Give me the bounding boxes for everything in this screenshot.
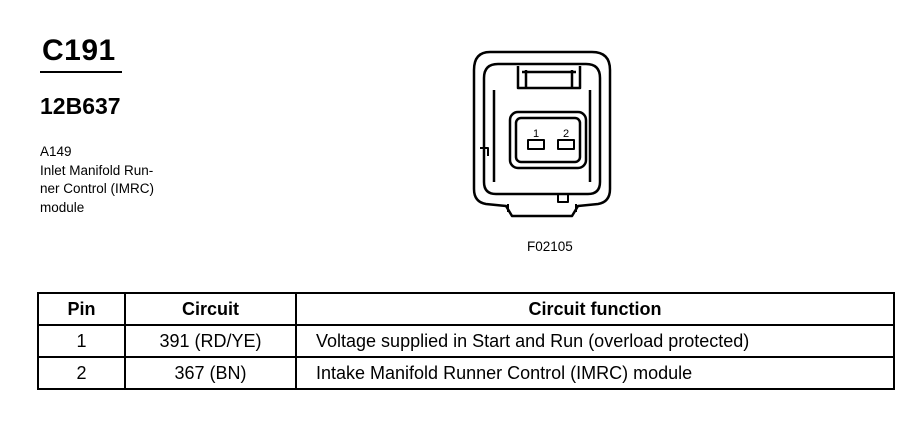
description-line: module [40, 199, 85, 215]
part-number: 12B637 [40, 93, 121, 119]
header-circuit: Circuit [124, 292, 297, 326]
description-line: Inlet Manifold Run- [40, 162, 154, 178]
table-row: 2 367 (BN) Intake Manifold Runner Contro… [37, 356, 895, 390]
header-circuit-function: Circuit function [295, 292, 895, 326]
connector-id: C191 [42, 34, 116, 67]
cell-circuit: 367 (BN) [124, 356, 297, 390]
pin-2-terminal [557, 139, 575, 150]
pin-1-terminal [527, 139, 545, 150]
connector-outer-housing [472, 50, 612, 218]
figure-label: F02105 [527, 239, 573, 254]
cell-circuit: 391 (RD/YE) [124, 324, 297, 358]
terminal-cavity-block [508, 110, 588, 170]
connector-description: A149 Inlet Manifold Run- ner Control (IM… [40, 143, 200, 217]
pin-label-2: 2 [563, 128, 569, 140]
connector-id-underline [40, 71, 122, 73]
connector-inner-housing [482, 62, 602, 196]
header-pin: Pin [37, 292, 126, 326]
pin-table: Pin Circuit Circuit function 1 391 (RD/Y… [37, 292, 895, 390]
cell-circuit-function: Intake Manifold Runner Control (IMRC) mo… [295, 356, 895, 390]
connector-face-diagram: 1 2 [472, 50, 612, 218]
locking-tab [516, 66, 582, 90]
table-row: 1 391 (RD/YE) Voltage supplied in Start … [37, 324, 895, 358]
description-line: ner Control (IMRC) [40, 181, 155, 196]
description-line: A149 [40, 144, 72, 159]
cell-pin: 2 [37, 356, 126, 390]
table-header-row: Pin Circuit Circuit function [37, 292, 895, 326]
cell-pin: 1 [37, 324, 126, 358]
pin-label-1: 1 [533, 128, 539, 140]
cell-circuit-function: Voltage supplied in Start and Run (overl… [295, 324, 895, 358]
